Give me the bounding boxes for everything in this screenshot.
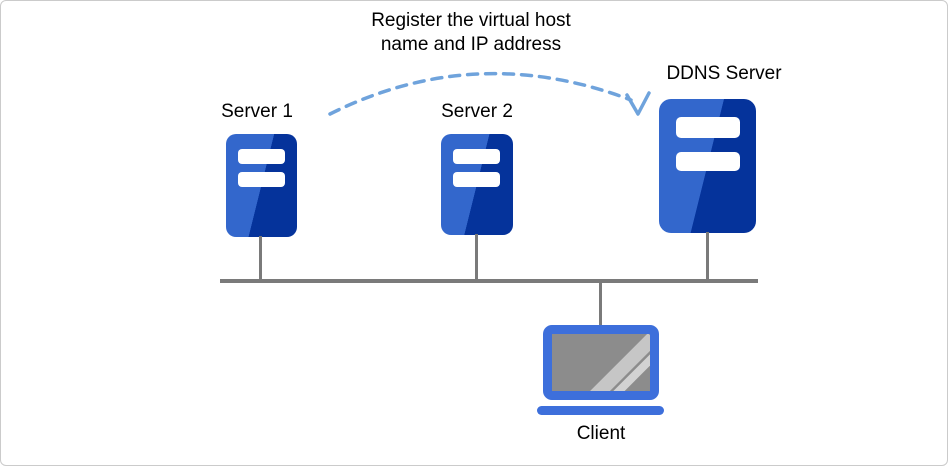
server-slot-bar [238,172,285,187]
server-slot-bar [676,117,740,138]
server2-connector-line [475,234,478,281]
server-icon [226,134,297,237]
server-icon [441,134,513,235]
ddns-connector-line [706,232,709,281]
register-annotation-line1: Register the virtual host [371,10,571,31]
laptop-base [537,406,664,415]
client-label: Client [576,423,626,444]
server1-label: Server 1 [221,101,293,122]
laptop-icon [537,325,664,417]
server-slot-bar [238,149,285,164]
server2-label: Server 2 [441,101,513,122]
ddns-server-label: DDNS Server [666,63,782,84]
server-slot-bar [676,152,740,171]
register-annotation: Register the virtual host name and IP ad… [371,9,571,57]
network-bus-line [220,279,758,283]
server-slot-bar [453,149,500,164]
server-slot-bar [453,172,500,187]
laptop-screen [543,325,659,400]
register-annotation-line2: name and IP address [380,34,562,55]
arrowhead-icon [625,91,651,116]
ddns-server-icon [659,99,756,233]
client-connector-line [599,281,602,327]
server1-connector-line [259,236,262,281]
